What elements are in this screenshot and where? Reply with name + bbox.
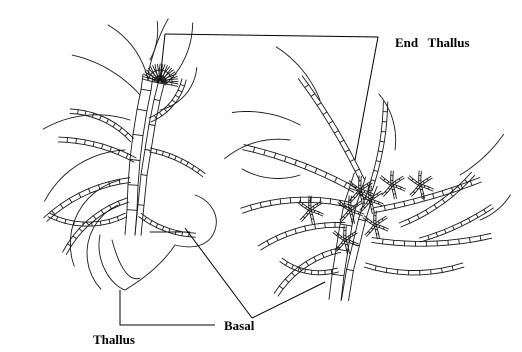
cell-wall [78, 110, 79, 114]
cell-wall [310, 214, 312, 215]
cell-wall [393, 240, 394, 245]
end-thallus-label: End Thallus [395, 35, 470, 50]
cell-wall [148, 78, 149, 80]
cell-wall [397, 270, 398, 274]
cell-wall [392, 189, 394, 190]
cell-wall [127, 210, 137, 211]
cell-wall [345, 244, 347, 245]
thallus-label: Thallus [93, 332, 135, 347]
cell-wall [370, 204, 372, 205]
cell-wall [459, 239, 460, 244]
cell-wall [311, 270, 312, 274]
basal-label: Basal [224, 318, 255, 333]
cell-wall [375, 229, 377, 230]
cell-wall [100, 221, 101, 225]
cell-wall [128, 185, 138, 186]
cell-wall [431, 270, 432, 274]
cell-wall [383, 239, 384, 244]
cell-wall [350, 214, 352, 215]
cell-wall [420, 189, 422, 190]
cell-wall [381, 131, 385, 132]
cell-wall [172, 83, 173, 85]
cell-wall [138, 205, 144, 206]
